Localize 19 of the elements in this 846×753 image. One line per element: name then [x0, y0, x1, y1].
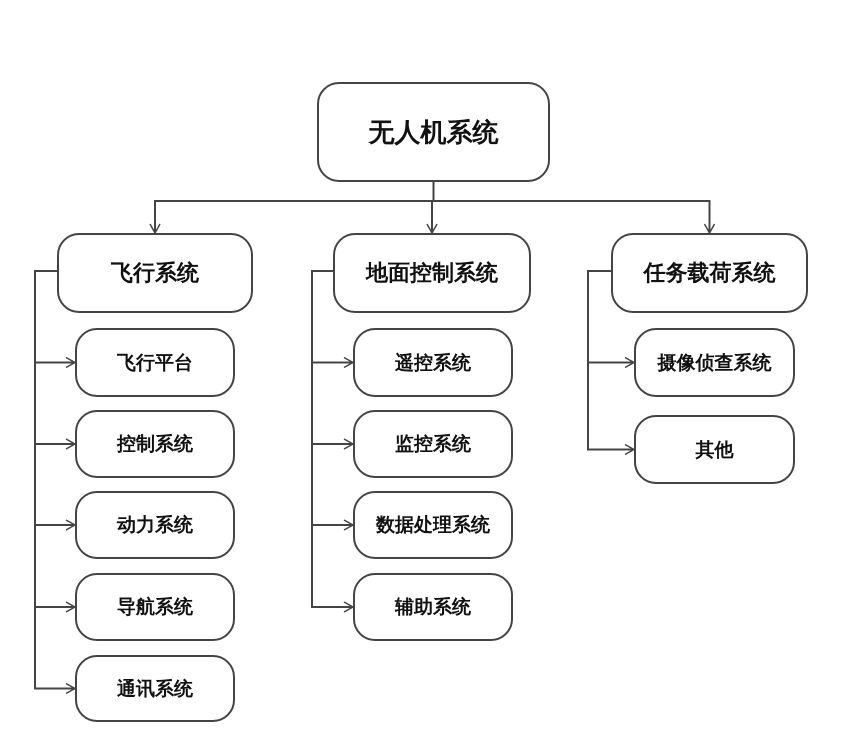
connector-arrow — [34, 270, 76, 694]
rounded-box: 数据处理系统 — [353, 491, 513, 559]
rounded-box: 飞行系统 — [57, 233, 253, 313]
rounded-box: 摄像侦查系统 — [634, 328, 795, 397]
connector-arrow — [432, 182, 716, 234]
rounded-box: 无人机系统 — [317, 82, 550, 182]
rounded-box: 控制系统 — [75, 410, 235, 478]
rounded-box: 监控系统 — [353, 410, 513, 478]
connector-arrow — [587, 270, 635, 456]
rounded-box: 遥控系统 — [353, 328, 513, 397]
rounded-box: 通讯系统 — [75, 655, 235, 722]
rounded-box: 地面控制系统 — [333, 233, 531, 313]
rounded-box: 任务载荷系统 — [611, 233, 808, 313]
rounded-box: 飞行平台 — [75, 328, 235, 397]
connector-arrow — [311, 270, 354, 613]
rounded-box: 辅助系统 — [353, 573, 513, 641]
rounded-box: 其他 — [634, 415, 795, 484]
rounded-box: 导航系统 — [75, 573, 235, 641]
rounded-box: 动力系统 — [75, 491, 235, 559]
